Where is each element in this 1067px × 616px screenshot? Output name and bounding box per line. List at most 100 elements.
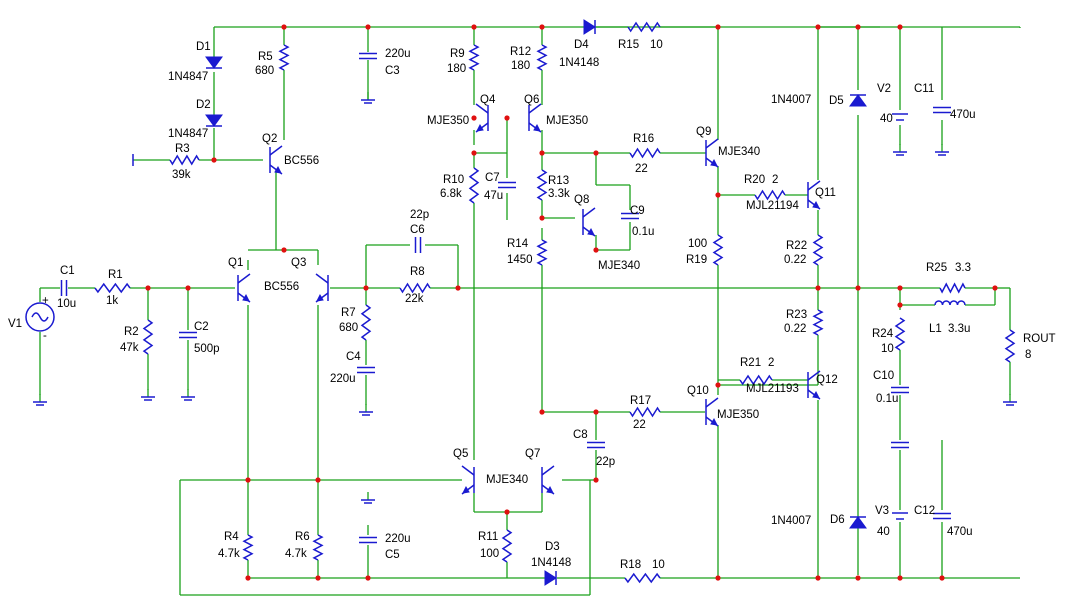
label-r13-value: 3.3k (548, 188, 570, 200)
label-c5-value: 220u (385, 533, 411, 545)
label-c4: C4 (346, 351, 361, 363)
label-l1: L1 (929, 323, 942, 335)
capacitor-c12 (933, 512, 951, 520)
label-r18-value: 10 (652, 559, 665, 571)
signal-source-v1 (25, 302, 55, 332)
junction-dot (471, 150, 477, 156)
resistor-r9 (468, 44, 480, 71)
label-r1-value: 1k (106, 295, 118, 307)
label-c12: C12 (914, 505, 935, 517)
label-q7: Q7 (525, 448, 540, 460)
capacitor-c8 (587, 441, 605, 449)
label-q6: Q6 (524, 94, 539, 106)
junction-dot (897, 24, 903, 30)
capacitor-c10b (891, 441, 909, 449)
label-c2: C2 (194, 321, 209, 333)
resistor-r10 (468, 167, 480, 204)
resistor-r18 (624, 572, 661, 584)
label-q3: Q3 (291, 257, 306, 269)
ground-symbol (141, 389, 155, 401)
label-c6: C6 (410, 224, 425, 236)
label-d6: D6 (830, 514, 845, 526)
label-l1-value: 3.3u (948, 323, 970, 335)
transistor-q7 (541, 465, 555, 495)
resistor-r1 (94, 282, 131, 294)
label-d4: D4 (574, 39, 589, 51)
junction-dot (315, 575, 321, 581)
label-c9-value: 0.1u (632, 226, 654, 238)
label-r7: R7 (341, 307, 356, 319)
junction-dot (504, 115, 510, 121)
label-r14-value: 1450 (507, 254, 533, 266)
junction-dot (897, 285, 903, 291)
ground-symbol (893, 144, 907, 156)
junction-dot (145, 285, 151, 291)
resistor-r15 (627, 21, 661, 33)
label-v3: V3 (875, 505, 889, 517)
label-d2-value: 1N4847 (168, 128, 208, 140)
label-r2-value: 47k (120, 342, 139, 354)
label-c1: C1 (60, 265, 75, 277)
resistor-r16 (629, 147, 661, 159)
transistor-q10 (705, 397, 719, 427)
inductor-l1 (934, 300, 966, 306)
resistor-r6 (312, 534, 324, 561)
label-c11-value: 470u (950, 109, 976, 121)
ground-symbol (359, 404, 373, 416)
label-r1: R1 (108, 269, 123, 281)
capacitor-c11 (933, 106, 951, 114)
label-r12-value: 180 (511, 60, 530, 72)
resistor-r19 (712, 234, 724, 266)
junction-dot (539, 409, 545, 415)
label-c8: C8 (573, 429, 588, 441)
resistor-r12 (536, 44, 548, 71)
label-q2-value: BC556 (284, 155, 319, 167)
junction-dot (939, 575, 945, 581)
label-r25-value: 3.3 (955, 262, 971, 274)
components (25, 19, 1017, 586)
label-r20-value: 2 (772, 174, 778, 186)
supply-v2 (892, 113, 908, 121)
label-r4-value: 4.7k (218, 548, 240, 560)
label-r14: R14 (507, 238, 529, 250)
label-d4-value: 1N4148 (559, 57, 599, 69)
resistor-r24 (894, 317, 906, 351)
label-r21: R21 (740, 357, 761, 369)
label-r17-value: 22 (633, 419, 646, 431)
junction-dot (593, 247, 599, 253)
junction-dot (539, 215, 545, 221)
junction-dot (855, 575, 861, 581)
resistor-r25 (939, 282, 966, 294)
junction-dot (315, 477, 321, 483)
junctions (145, 24, 998, 581)
ground-symbol (33, 394, 47, 406)
label-r15: R15 (618, 39, 639, 51)
label-r13: R13 (548, 175, 569, 187)
junction-dot (593, 409, 599, 415)
junction-dot (815, 575, 821, 581)
label-r5: R5 (258, 51, 273, 63)
label-r19: R19 (686, 254, 707, 266)
label-c10-value: 0.1u (876, 393, 898, 405)
capacitor-c3 (359, 52, 377, 60)
junction-dot (539, 24, 545, 30)
resistor-r17 (629, 406, 661, 418)
label-v3-value: 40 (877, 526, 890, 538)
capacitor-c1 (60, 280, 68, 296)
label-d6-value: 1N4007 (771, 515, 811, 527)
junction-dot (715, 382, 721, 388)
label-q7-value: MJE340 (486, 474, 528, 486)
resistor-r13 (536, 169, 548, 201)
label-r5-value: 680 (255, 65, 274, 77)
diode-d2 (205, 114, 223, 127)
label-q8-value: MJE340 (598, 260, 640, 272)
label-r3: R3 (175, 143, 190, 155)
junction-dot (281, 24, 287, 30)
transistor-q2 (269, 145, 283, 175)
supply-v3 (892, 512, 908, 520)
label-r19-value: 100 (688, 238, 707, 250)
diode-d3 (544, 570, 557, 586)
label-c7-value: 47u (484, 190, 503, 202)
junction-dot (365, 575, 371, 581)
